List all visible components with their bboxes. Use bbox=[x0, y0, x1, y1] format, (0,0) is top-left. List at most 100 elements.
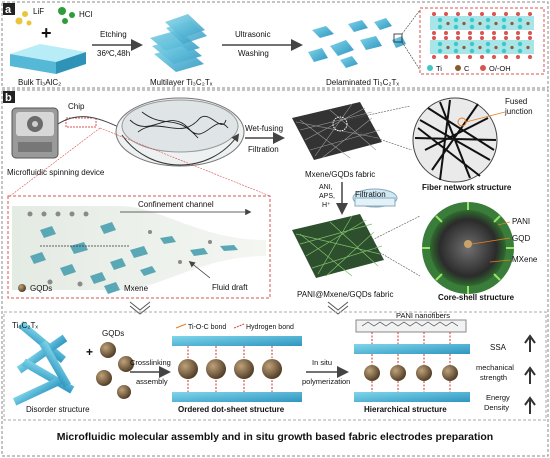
ordered-structure bbox=[172, 336, 302, 402]
lif-label: LiF bbox=[33, 7, 44, 16]
crosslinking-1: Crosslinking bbox=[130, 358, 171, 367]
bulk-slab bbox=[10, 44, 86, 74]
panel-b: b Chip Microfluidic spinning device Wet-… bbox=[1, 89, 549, 457]
zoom-box bbox=[393, 33, 403, 43]
device-label: Microfluidic spinning device bbox=[7, 168, 105, 177]
energy-label-2: Density bbox=[484, 403, 509, 412]
fabric2-label: PANI@Mxene/GQDs fabric bbox=[297, 290, 393, 299]
panel-b-label: b bbox=[5, 92, 12, 104]
lif-dot-icon bbox=[15, 17, 23, 25]
collection-dish bbox=[115, 97, 245, 167]
delaminated-flakes bbox=[308, 18, 406, 68]
disorder-label: Disorder structure bbox=[26, 405, 90, 414]
pani-fabric bbox=[292, 214, 421, 278]
bond1-icon bbox=[175, 323, 187, 329]
reagent-1: ANI, bbox=[319, 184, 333, 191]
hcl-dot-icon bbox=[58, 7, 66, 15]
pump-device-icon bbox=[11, 107, 59, 159]
mech-label-1: mechanical bbox=[476, 363, 514, 372]
zoom-line bbox=[99, 127, 271, 197]
stage2-label: Multilayer Ti₃C₂Tₓ bbox=[150, 78, 213, 87]
etching-label: Etching bbox=[100, 30, 127, 39]
ultrasonic-label: Ultrasonic bbox=[235, 30, 271, 39]
fiber-network-inset bbox=[412, 97, 498, 183]
panel-a-label-box bbox=[3, 3, 15, 15]
etching-condition: 36ºC,48h bbox=[97, 49, 130, 58]
c-legend: C bbox=[464, 64, 470, 73]
gqds-legend: GQDs bbox=[30, 284, 52, 293]
gqds-label: GQDs bbox=[102, 329, 124, 338]
zoom-line bbox=[401, 9, 421, 35]
mxene-pointer bbox=[489, 259, 511, 263]
oh-legend: O/-OH bbox=[489, 64, 511, 73]
ti-legend: Ti bbox=[436, 64, 442, 73]
hierarchical-label: Hierarchical structure bbox=[364, 405, 447, 414]
zoom-line bbox=[401, 41, 421, 71]
stage1-label: Bulk Ti₃AlC₂ bbox=[18, 78, 61, 87]
fiber-structure-label: Fiber network structure bbox=[422, 183, 512, 192]
reagent-2: APS, bbox=[319, 193, 335, 200]
chip-box bbox=[65, 117, 97, 128]
pani-label: PANI bbox=[512, 217, 530, 226]
c-legend-icon bbox=[455, 65, 461, 71]
core-shell-label: Core-shell structure bbox=[438, 293, 515, 302]
panel-b-label-box bbox=[3, 91, 15, 103]
plus-icon: + bbox=[86, 345, 93, 359]
lif-dot-icon bbox=[26, 20, 32, 26]
hierarchical-structure bbox=[354, 319, 470, 402]
confinement-label: Confinement channel bbox=[138, 200, 214, 209]
chevron-down-icon bbox=[327, 301, 349, 315]
mxene-legend-icon bbox=[104, 282, 120, 294]
wetfusing-label: Wet-fusing bbox=[245, 124, 283, 133]
fused-label-2: junction bbox=[504, 107, 533, 116]
bond2-icon bbox=[233, 323, 245, 329]
bond2-label: Hydrogen bond bbox=[246, 324, 294, 331]
mxene-fabric bbox=[292, 102, 413, 160]
chevron-down-icon bbox=[129, 301, 151, 315]
gqd-label: GQD bbox=[512, 234, 530, 243]
fabric1-label: Mxene/GQDs fabric bbox=[305, 170, 375, 179]
insitu-2: polymerization bbox=[302, 377, 350, 386]
hcl-dot-icon bbox=[69, 12, 75, 18]
gqd-particles bbox=[96, 342, 134, 399]
filtration-label: Filtration bbox=[248, 145, 279, 154]
energy-label-1: Energy bbox=[486, 393, 510, 402]
mech-label-2: strength bbox=[480, 373, 507, 382]
gqd-pointer bbox=[471, 237, 511, 245]
up-arrow-icon bbox=[524, 396, 536, 414]
lif-dot-icon bbox=[22, 11, 28, 17]
plus-icon: + bbox=[41, 23, 52, 43]
ti-label: Ti₃C₂Tₓ bbox=[12, 321, 38, 330]
panel-a: a LiF HCl + Bulk Ti₃AlC₂ Etching 36ºC,48… bbox=[1, 1, 549, 89]
up-arrow-icon bbox=[524, 334, 536, 352]
ssa-label: SSA bbox=[490, 343, 507, 352]
crosslinking-2: assembly bbox=[136, 377, 168, 386]
up-arrow-icon bbox=[524, 366, 536, 384]
bottom-frame bbox=[3, 311, 547, 421]
pani-nanofibers-label: PANI nanofibers bbox=[396, 311, 450, 320]
ordered-label: Ordered dot-sheet structure bbox=[178, 405, 285, 414]
chip-label: Chip bbox=[68, 102, 85, 111]
pani-pointer bbox=[497, 221, 511, 226]
confinement-inset bbox=[7, 195, 271, 299]
hcl-label: HCl bbox=[79, 10, 93, 19]
filtration-funnel-icon bbox=[352, 188, 398, 208]
bond1-label: Ti-O-C bond bbox=[188, 324, 226, 331]
stage3-label: Delaminated Ti₃C₂Tₓ bbox=[326, 78, 399, 87]
property-arrows bbox=[524, 334, 536, 414]
insitu-1: In situ bbox=[312, 358, 332, 367]
fused-junction-pointer bbox=[465, 111, 506, 123]
fluid-draft-label: Fluid draft bbox=[212, 283, 248, 292]
multilayer-stack bbox=[150, 14, 207, 72]
washing-label: Washing bbox=[238, 49, 269, 58]
disorder-structure bbox=[12, 320, 75, 406]
core-shell-inset bbox=[422, 202, 514, 294]
hcl-dot-icon bbox=[62, 18, 68, 24]
zoom-line bbox=[9, 127, 101, 197]
caption: Microfluidic molecular assembly and in s… bbox=[57, 431, 493, 443]
oh-legend-icon bbox=[480, 65, 486, 71]
crystal-inset: Ti C O/-OH bbox=[419, 7, 545, 75]
reagent-3: H⁺ bbox=[322, 202, 331, 209]
